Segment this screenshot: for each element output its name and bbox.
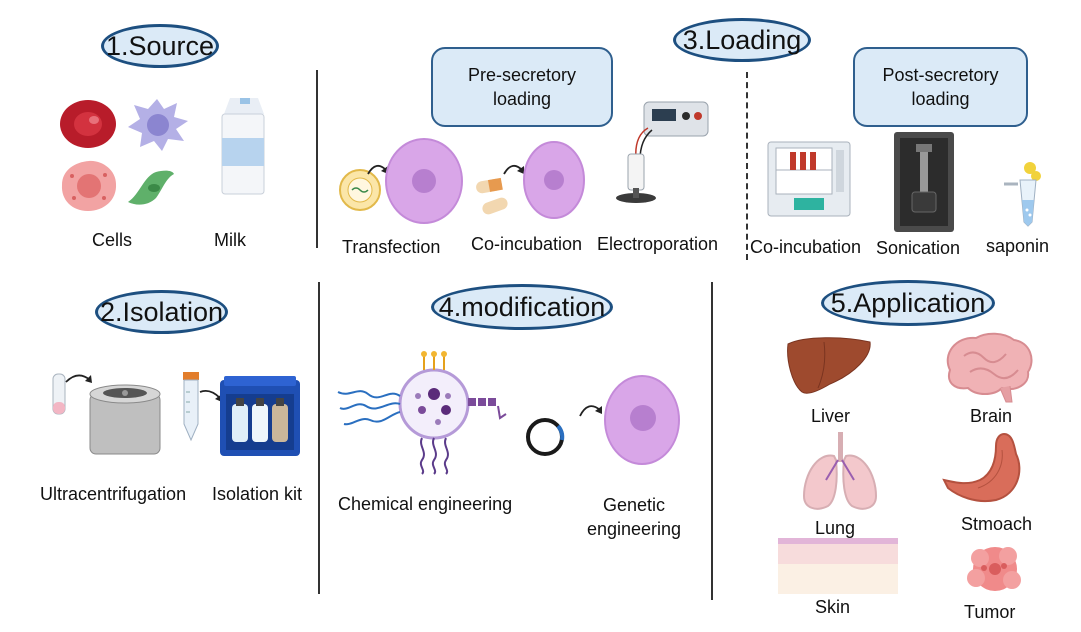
curved-arrow-icon [579, 405, 602, 417]
divider-isolation-modification [318, 282, 320, 594]
organ-label-liver: Liver [811, 406, 851, 426]
pre-secretory-loading-box: Pre-secretory loading [431, 47, 613, 127]
organ-label-skin: Skin [815, 597, 851, 617]
genetic-engineering-label: Genetic engineering [586, 495, 682, 539]
ultracentrifugation-label: Ultracentrifugation [40, 484, 187, 504]
pre-method-electroporation: Electroporation [597, 234, 719, 254]
fibroblast-cell-icon [128, 170, 174, 205]
post-secretory-loading-box: Post-secretory loading [853, 47, 1028, 127]
pre-method-transfection: Transfection [342, 237, 441, 257]
organ-label-lung: Lung [815, 518, 856, 538]
post-method-sonication: Sonication [876, 238, 961, 258]
organ-label-brain: Brain [970, 406, 1013, 426]
section-title-isolation: 2.Isolation [95, 290, 228, 334]
epithelial-cell-icon [61, 160, 117, 211]
brain-icon [946, 332, 1033, 403]
engineered-exosome-icon [337, 351, 507, 475]
sonicator-icon [894, 132, 954, 232]
isolation-kit-label: Isolation kit [212, 484, 303, 504]
curved-arrow-icon [503, 164, 524, 175]
post-method-co-incubation: Co-incubation [750, 237, 862, 257]
arrow-icon [65, 374, 92, 383]
macrophage-cell-icon [128, 99, 188, 151]
lung-icon [802, 432, 878, 510]
divider-source-loading [316, 70, 318, 248]
section-title-modification: 4.modification [431, 284, 613, 330]
organ-label-stomach: Stmoach [961, 514, 1033, 534]
stomach-icon [942, 432, 1021, 502]
incubator-icon [767, 141, 851, 217]
section-title-loading: 3.Loading [673, 18, 811, 62]
skin-icon [778, 538, 898, 594]
electroporator-icon [616, 101, 709, 203]
section-title-application: 5.Application [821, 280, 995, 326]
section-title-source: 1.Source [101, 24, 219, 68]
target-cell-icon [385, 138, 463, 224]
target-cell-icon [523, 141, 585, 219]
liver-icon [787, 337, 871, 394]
plasmid-ring-icon [526, 418, 565, 456]
isolation-kit-icon [220, 376, 300, 456]
plasmid-vesicle-icon [339, 169, 381, 211]
pre-method-co-incubation: Co-incubation [471, 234, 583, 254]
tube-icon [52, 373, 66, 415]
chemical-engineering-label: Chemical engineering [338, 494, 513, 514]
ultracentrifuge-icon [89, 384, 161, 455]
organ-label-tumor: Tumor [964, 602, 1016, 622]
red-blood-cell-icon [60, 100, 116, 148]
target-cell-icon [604, 375, 680, 465]
falcon-tube-icon [183, 372, 199, 442]
divider-modification-application [711, 282, 713, 600]
milk-carton-icon [221, 98, 265, 195]
saponin-tube-icon [1004, 162, 1041, 227]
tumor-icon [967, 547, 1021, 591]
milk-label: Milk [214, 230, 246, 250]
divider-pre-post-loading [746, 72, 748, 260]
cells-label: Cells [92, 230, 133, 250]
capsules-icon [476, 177, 508, 215]
post-method-saponin: saponin [986, 236, 1050, 256]
